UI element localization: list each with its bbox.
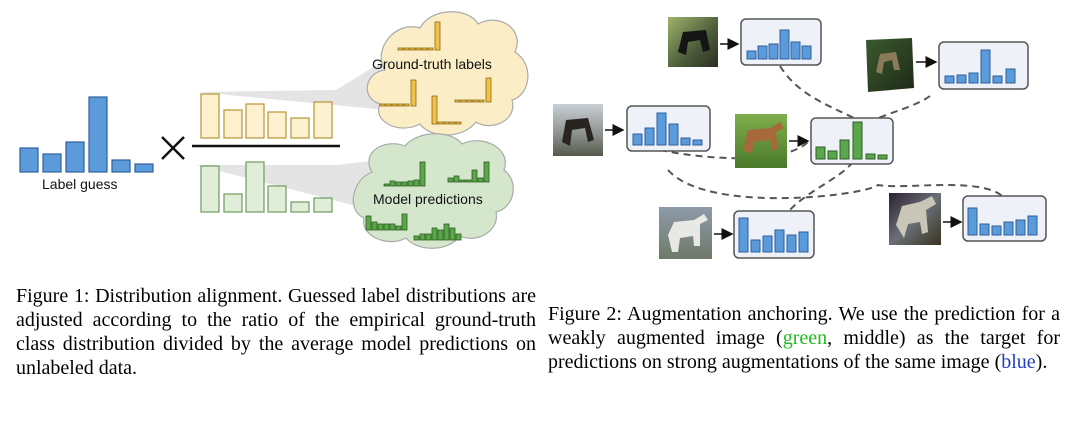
figure2-caption: Figure 2: Augmentation anchoring. We use…: [548, 302, 1060, 374]
ground-truth-mini-hist-3: [431, 95, 462, 125]
figure1-caption: Figure 1: Distribution alignment. Guesse…: [16, 284, 536, 380]
label-guess-histogram: [19, 96, 154, 173]
model-prediction-average-histogram: [200, 161, 333, 213]
figure1-diagram: [19, 11, 529, 249]
horse-image-strong-5: [889, 193, 941, 245]
horse-image-strong-4: [659, 207, 712, 259]
ground-truth-mini-hist-2: [379, 79, 417, 107]
model-predictions-mini-hist-2: [447, 161, 490, 183]
figure2-caption-middle: , middle) as the target for predictions …: [548, 327, 1060, 373]
label-guess-label: Label guess: [42, 176, 118, 192]
ground-truth-mini-hist-4: [454, 77, 492, 103]
ground-truth-average-histogram: [200, 93, 333, 139]
horse-image-weak: [735, 114, 787, 168]
prediction-panel-strong-3: [626, 105, 711, 152]
figure2-caption-blue: blue: [1001, 351, 1036, 373]
callout-wedge-top: [196, 58, 388, 110]
figure2-caption-end: ).: [1035, 351, 1048, 373]
model-predictions-mini-hist-1: [383, 161, 426, 187]
multiply-icon: [161, 136, 185, 160]
prediction-panel-strong-2: [938, 41, 1029, 90]
horse-image-strong-3: [553, 104, 603, 156]
figure2-caption-text: Figure 2: Augmentation anchoring. We use…: [548, 302, 1060, 374]
model-predictions-cloud: [352, 133, 514, 249]
figure2-diagram: [553, 17, 1047, 259]
ground-truth-mini-hist-1: [397, 21, 441, 51]
prediction-panel-strong-5: [962, 195, 1047, 242]
ground-truth-labels-label: Ground-truth labels: [372, 56, 492, 72]
prediction-panel-weak: [810, 117, 894, 165]
figure2-caption-start: Figure 2: Augmentation anchoring. We use…: [548, 303, 1060, 349]
model-predictions-label: Model predictions: [373, 191, 483, 207]
model-predictions-mini-hist-3: [365, 213, 408, 231]
horse-image-strong-2: [866, 38, 914, 92]
figure2-caption-green: green: [782, 327, 828, 349]
model-predictions-mini-hist-4: [413, 223, 462, 241]
horse-image-strong-1: [668, 17, 718, 67]
callout-wedge-bottom: [196, 160, 380, 212]
ground-truth-cloud: [366, 11, 529, 136]
prediction-panel-strong-4: [733, 210, 815, 259]
prediction-panel-strong-1: [740, 18, 822, 66]
figure1-caption-text: Figure 1: Distribution alignment. Guesse…: [16, 285, 536, 379]
